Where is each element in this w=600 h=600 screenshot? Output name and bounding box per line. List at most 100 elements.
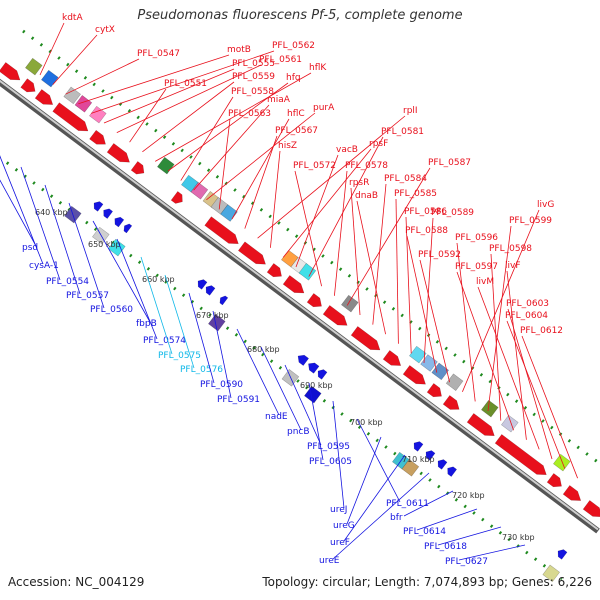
- forward-label-34: PFL_0596: [455, 233, 498, 243]
- forward-label-24: PFL_0587: [428, 158, 471, 168]
- forward-leader-38: [506, 270, 527, 440]
- forward-label-36: PFL_0598: [489, 244, 532, 254]
- forward-label-19: rpsF: [369, 139, 388, 149]
- reverse-label-14: PFL_0605: [309, 457, 352, 467]
- reverse-gene-3: [114, 216, 125, 228]
- forward-label-23: PFL_0578: [345, 161, 388, 171]
- forward-label-40: PFL_0603: [506, 299, 549, 309]
- forward-label-16: PFL_0567: [275, 126, 318, 136]
- genome-summary: Topology: circular; Length: 7,074,893 bp…: [262, 575, 592, 589]
- forward-label-35: PFL_0599: [509, 216, 552, 226]
- forward-leader-41: [506, 320, 566, 469]
- forward-label-29: PFL_0586: [404, 207, 447, 217]
- forward-leader-11: [180, 96, 234, 181]
- reverse-leader-10: [212, 310, 232, 399]
- forward-label-13: purA: [313, 103, 335, 113]
- forward-label-28: PFL_0585: [394, 189, 437, 199]
- forward-label-6: PFL_0561: [259, 55, 302, 65]
- feature-box-1: [41, 69, 59, 88]
- reverse-label-11: nadE: [265, 412, 288, 422]
- scale-label-6: 700 kbp: [350, 418, 383, 427]
- genome-axis: [0, 78, 600, 534]
- scale-label-8: 720 kbp: [452, 491, 485, 500]
- forward-label-18: hisZ: [278, 141, 297, 151]
- reverse-gene-8: [297, 354, 310, 366]
- forward-leader-18: [270, 150, 281, 248]
- reverse-leader-13: [284, 364, 322, 446]
- forward-leader-24: [346, 167, 431, 306]
- forward-label-32: PFL_0592: [418, 250, 461, 260]
- forward-label-26: PFL_0584: [384, 174, 427, 184]
- forward-label-2: PFL_0547: [137, 49, 180, 59]
- reverse-label-18: ureF: [330, 538, 350, 548]
- forward-leader-39: [477, 286, 540, 450]
- reverse-leader-2: [20, 166, 61, 281]
- forward-leader-36: [490, 253, 502, 421]
- reverse-gene-13: [437, 459, 448, 470]
- forward-gene-13: [322, 305, 348, 326]
- scale-label-5: 690 kbp: [300, 381, 333, 390]
- forward-label-30: PFL_0589: [431, 208, 474, 218]
- forward-leader-6: [116, 64, 262, 133]
- forward-gene-3: [52, 102, 89, 132]
- feature-box-13: [298, 263, 317, 281]
- reverse-leader-8: [164, 274, 195, 369]
- reverse-leader-11: [236, 328, 280, 416]
- reverse-leader-7: [140, 256, 173, 355]
- reverse-gene-12: [425, 450, 436, 461]
- feature-box-3: [74, 95, 93, 113]
- reverse-leader-17: [346, 436, 382, 525]
- reverse-leader-9: [188, 292, 215, 384]
- forward-label-11: PFL_0558: [231, 87, 274, 97]
- forward-label-37: PFL_0597: [455, 262, 498, 272]
- forward-leader-12: [193, 104, 270, 191]
- forward-leader-19: [282, 148, 372, 258]
- reverse-leader-12: [260, 346, 302, 431]
- accession-text: Accession: NC_004129: [8, 575, 145, 589]
- forward-label-15: hflC: [287, 109, 305, 119]
- reverse-label-8: PFL_0576: [180, 365, 223, 375]
- reverse-leader-22: [437, 526, 502, 546]
- scale-label-2: 660 kbp: [142, 275, 175, 284]
- forward-label-17: rplI: [403, 106, 418, 116]
- forward-label-7: PFL_0551: [164, 79, 207, 89]
- reverse-label-12: pncB: [287, 427, 310, 437]
- genome-axis-highlight: [0, 79, 599, 531]
- forward-label-9: hflK: [309, 63, 327, 73]
- feature-box-5: [157, 156, 175, 175]
- forward-label-42: PFL_0612: [520, 326, 563, 336]
- reverse-leader-14: [308, 382, 324, 461]
- forward-leader-10: [167, 82, 289, 172]
- forward-label-20: vacB: [336, 145, 358, 155]
- reverse-leader-1: [0, 155, 44, 265]
- scale-label-1: 650 kbp: [88, 240, 121, 249]
- feature-box-14: [341, 294, 359, 313]
- forward-label-22: PFL_0572: [293, 161, 336, 171]
- reverse-label-20: bfr: [390, 513, 403, 523]
- reverse-gene-9: [308, 362, 320, 374]
- forward-leader-28: [395, 198, 399, 344]
- reverse-label-22: PFL_0618: [424, 542, 467, 552]
- reverse-leader-23: [458, 544, 526, 561]
- forward-label-10: hfq: [286, 73, 301, 83]
- forward-label-31: PFL_0588: [405, 226, 448, 236]
- reverse-label-15: ureJ: [330, 505, 347, 515]
- forward-label-8: PFL_0559: [232, 72, 275, 82]
- forward-gene-5: [106, 143, 130, 163]
- forward-label-4: PFL_0562: [272, 41, 315, 51]
- forward-leader-26: [372, 183, 387, 325]
- forward-label-3: motB: [227, 45, 251, 55]
- reverse-label-23: PFL_0627: [445, 557, 488, 567]
- forward-gene-14: [350, 326, 381, 351]
- forward-label-38: livF: [505, 261, 521, 271]
- forward-leader-1: [52, 34, 98, 85]
- forward-gene-20: [494, 434, 547, 476]
- reverse-feature-box-27: [304, 385, 322, 404]
- forward-gene-16: [402, 365, 426, 385]
- reverse-leader-0: [0, 179, 37, 247]
- reverse-gene-2: [103, 208, 114, 219]
- reverse-gene-11: [413, 441, 424, 452]
- forward-leader-0: [39, 22, 65, 76]
- forward-leader-32: [419, 259, 450, 383]
- forward-leader-22: [294, 170, 322, 287]
